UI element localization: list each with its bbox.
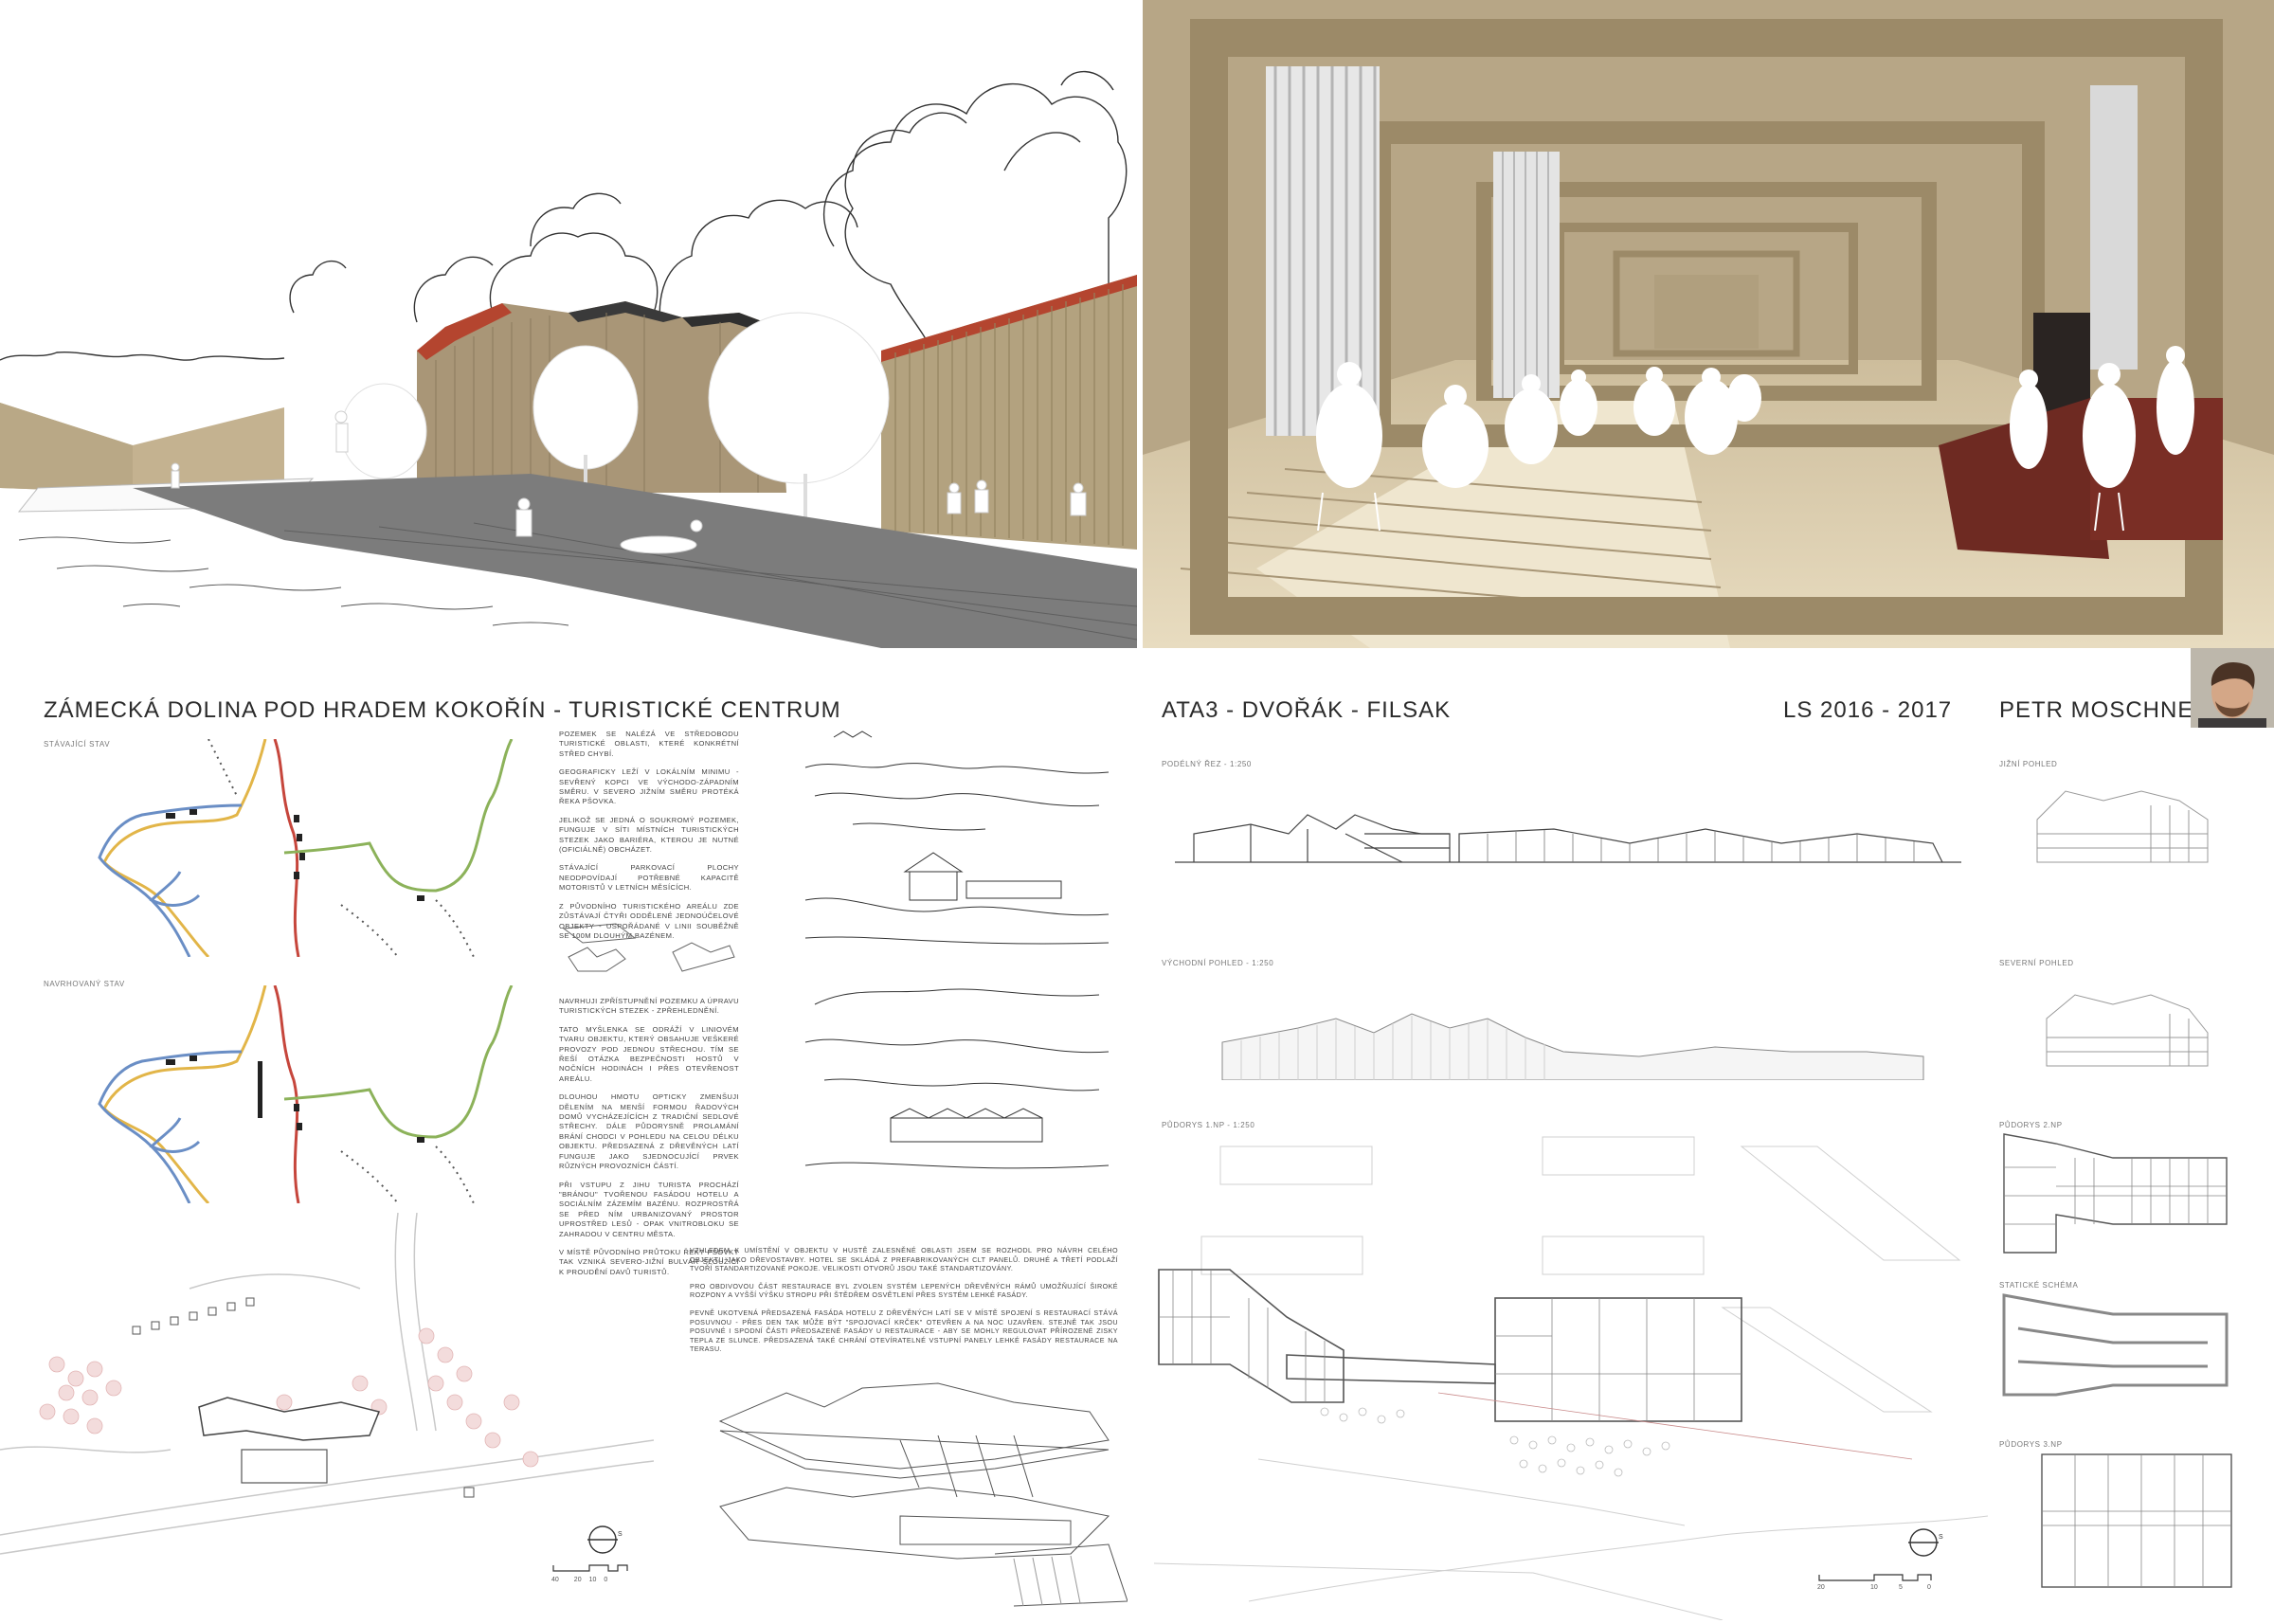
studio-label: ATA3 - DVOŘÁK - FILSAK <box>1162 697 1452 723</box>
structure-paragraph: PEVNĚ UKOTVENÁ PŘEDSAZENÁ FASÁDA HOTELU … <box>690 1308 1118 1354</box>
scale-tick: 0 <box>1927 1584 1931 1591</box>
third-floor-plan <box>2037 1450 2236 1592</box>
north-arrow-icon: S <box>1906 1524 1944 1561</box>
exploded-axonometric <box>711 1355 1128 1611</box>
east-elevation <box>1203 976 1942 1080</box>
description-paragraph: DLOUHOU HMOTU OPTICKY ZMENŠUJI DĚLENÍM N… <box>559 1092 739 1171</box>
scale-tick: 0 <box>604 1577 608 1583</box>
description-paragraph: NAVRHUJI ZPŘÍSTUPNĚNÍ POZEMKU A ÚPRAVU T… <box>559 997 739 1016</box>
plan-2np-label: PŮDORYS 2.NP <box>1999 1121 2063 1129</box>
description-paragraph: JELIKOŽ SE JEDNÁ O SOUKROMÝ POZEMEK, FUN… <box>559 815 739 855</box>
scale-bar-right: 20 10 5 0 <box>1817 1573 1969 1597</box>
concept-text: NAVRHUJI ZPŘÍSTUPNĚNÍ POZEMKU A ÚPRAVU T… <box>559 997 739 1286</box>
description-paragraph: V MÍSTĚ PŮVODNÍHO PRŮTOKU ŘEKY PŠOVKY TA… <box>559 1247 739 1276</box>
ground-floor-plan <box>1154 1128 1988 1620</box>
description-paragraph: POZEMEK SE NALÉZÁ VE STŘEDOBODU TURISTIC… <box>559 730 739 758</box>
north-view-label: SEVERNÍ POHLED <box>1999 959 2074 967</box>
map-label-existing: STÁVAJÍCÍ STAV <box>44 740 111 749</box>
semester-label: LS 2016 - 2017 <box>1783 697 1953 723</box>
static-schema-label: STATICKÉ SCHÉMA <box>1999 1281 2079 1290</box>
svg-text:S: S <box>618 1531 623 1538</box>
perspective-sketch-upper <box>796 730 1118 966</box>
interior-render <box>1143 0 2274 648</box>
north-elevation <box>2037 976 2217 1071</box>
scale-tick: 20 <box>573 1577 582 1583</box>
structure-paragraph: VZHLEDEM K UMÍSTĚNÍ V OBJEKTU V HUSTĚ ZA… <box>690 1246 1118 1273</box>
scale-bar-left: 40 20 10 0 <box>551 1563 646 1588</box>
longitudinal-section <box>1175 777 1971 872</box>
author-name: PETR MOSCHNER <box>1999 697 2211 723</box>
map-label-proposed: NAVRHOVANÝ STAV <box>44 980 125 988</box>
site-plan <box>0 1213 654 1624</box>
exterior-render <box>0 0 1137 648</box>
east-view-label: VÝCHODNÍ POHLED - 1:250 <box>1162 959 1274 967</box>
project-title: ZÁMECKÁ DOLINA POD HRADEM KOKOŘÍN - TURI… <box>44 697 841 723</box>
description-paragraph: PŘI VSTUPU Z JIHU TURISTA PROCHÁZÍ "BRÁN… <box>559 1180 739 1238</box>
second-floor-plan <box>1999 1129 2236 1262</box>
static-schema <box>1999 1290 2236 1404</box>
south-elevation <box>2028 777 2217 872</box>
perspective-sketch-lower <box>796 966 1118 1194</box>
north-arrow-icon: S <box>586 1521 623 1559</box>
description-paragraph: Z PŮVODNÍHO TURISTICKÉHO AREÁLU ZDE ZŮST… <box>559 901 739 940</box>
scale-tick: 5 <box>1899 1584 1903 1591</box>
scale-tick: 10 <box>1870 1584 1878 1591</box>
scale-tick: 10 <box>588 1577 597 1583</box>
plan-1np-label: PŮDORYS 1.NP - 1:250 <box>1162 1121 1255 1129</box>
south-view-label: JIŽNÍ POHLED <box>1999 760 2058 768</box>
structure-paragraph: PRO OBDIVOVOU ČÁST RESTAURACE BYL ZVOLEN… <box>690 1281 1118 1300</box>
description-paragraph: GEOGRAFICKY LEŽÍ V LOKÁLNÍM MINIMU - SEV… <box>559 767 739 806</box>
author-portrait <box>2191 648 2274 728</box>
massing-diagrams <box>559 919 739 985</box>
description-paragraph: STÁVAJÍCÍ PARKOVACÍ PLOCHY NEODPOVÍDAJÍ … <box>559 863 739 893</box>
site-map-existing <box>57 739 550 957</box>
plan-3np-label: PŮDORYS 3.NP <box>1999 1440 2063 1449</box>
structure-text: VZHLEDEM K UMÍSTĚNÍ V OBJEKTU V HUSTĚ ZA… <box>690 1246 1118 1362</box>
section-label: PODÉLNÝ ŘEZ - 1:250 <box>1162 760 1252 768</box>
description-paragraph: TATO MYŠLENKA SE ODRÁŽÍ V LINIOVÉM TVARU… <box>559 1024 739 1083</box>
svg-text:S: S <box>1939 1534 1943 1541</box>
description-text: POZEMEK SE NALÉZÁ VE STŘEDOBODU TURISTIC… <box>559 730 739 949</box>
site-map-proposed <box>57 985 550 1203</box>
scale-tick: 20 <box>1817 1584 1825 1591</box>
scale-tick: 40 <box>551 1577 559 1583</box>
